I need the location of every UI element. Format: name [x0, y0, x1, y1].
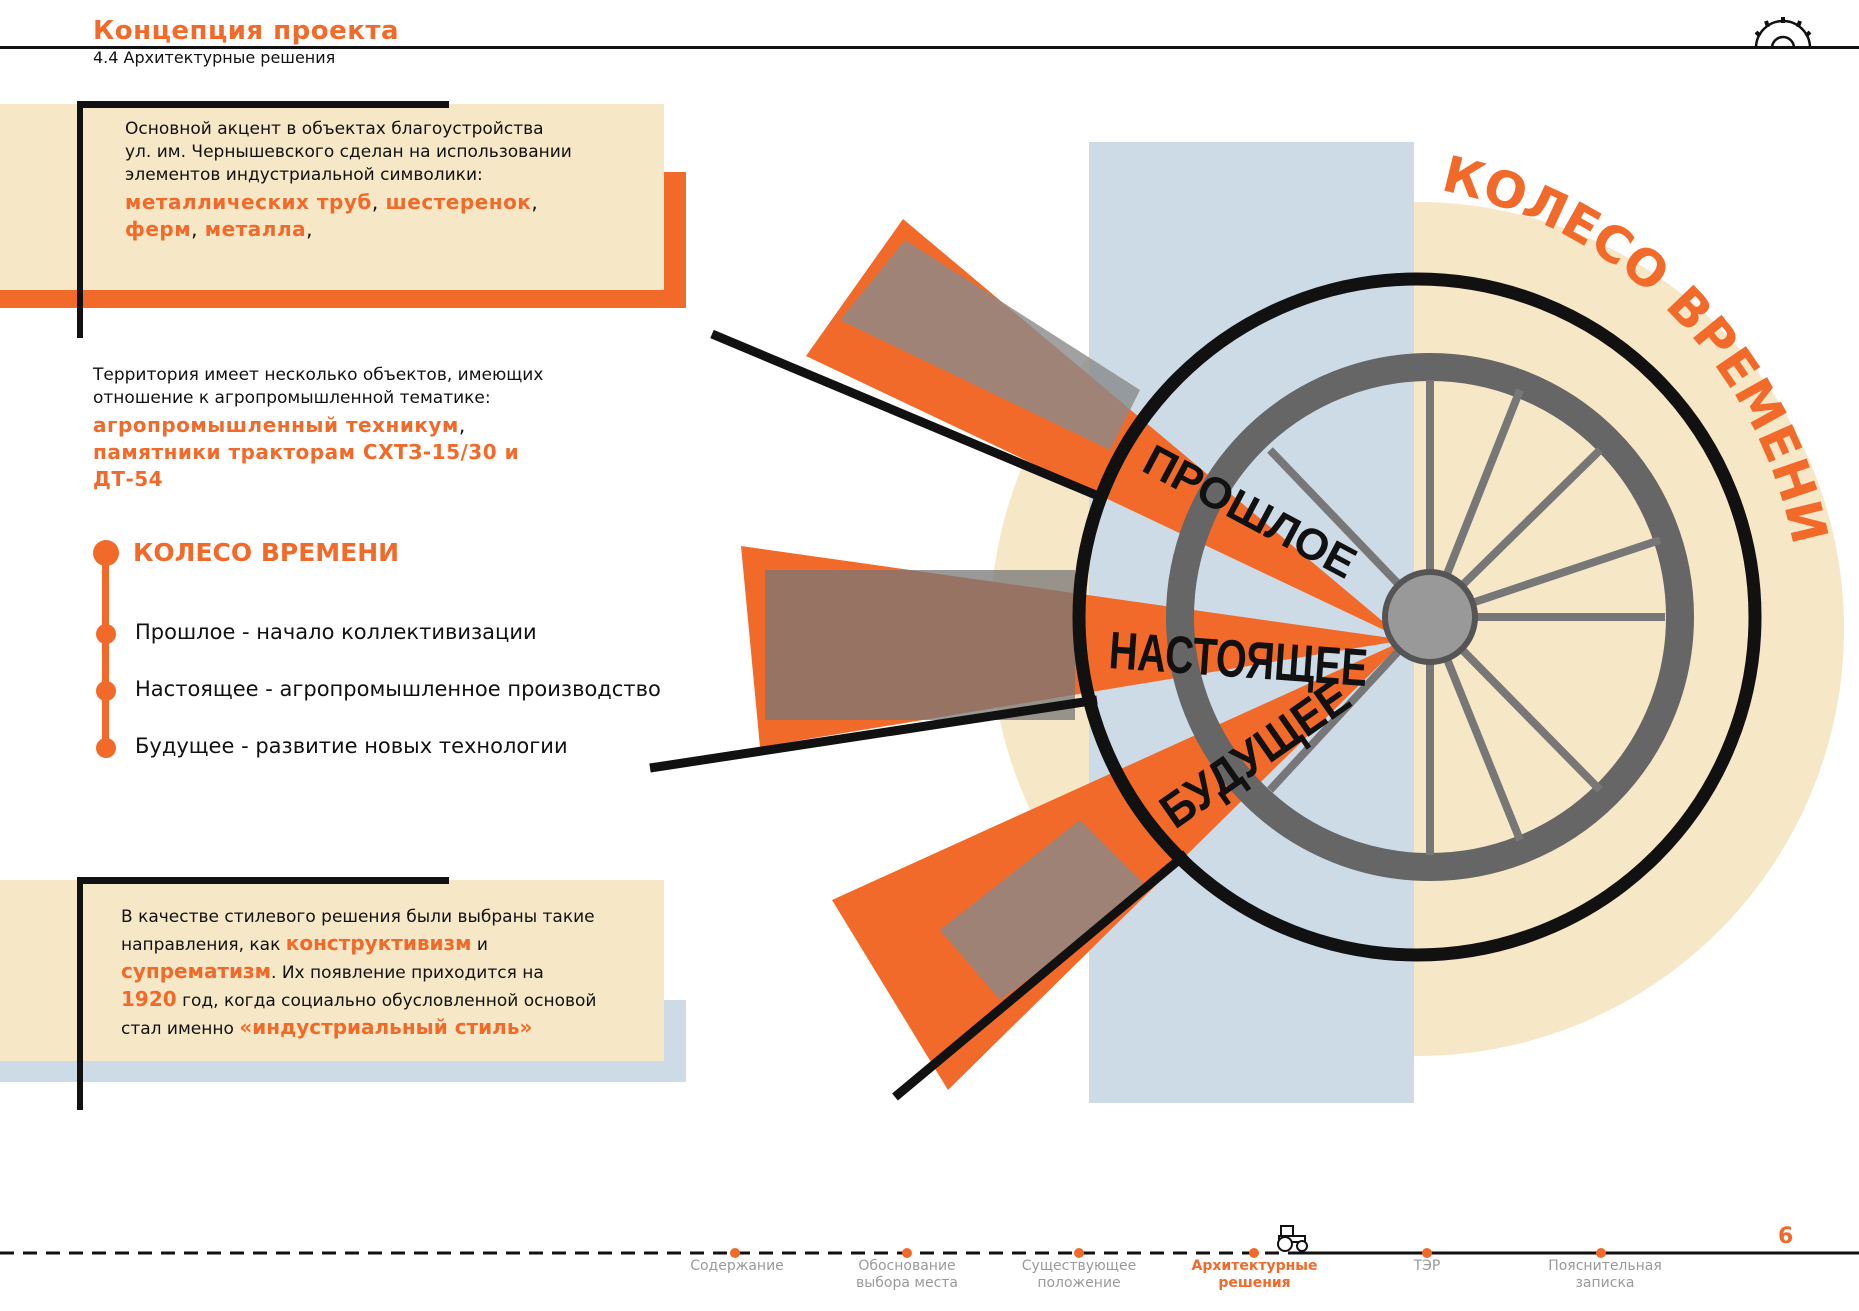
highlight: 1920 [121, 987, 177, 1011]
divider-line [710, 329, 1105, 503]
sep: , [531, 190, 539, 214]
highlight: ДТ-54 [93, 467, 164, 491]
text-line: направления, как конструктивизм и [121, 930, 596, 958]
frame-bar [77, 877, 83, 1110]
highlight: металла [204, 217, 307, 241]
highlight: ферм [125, 217, 192, 241]
wheel-rim [1166, 353, 1694, 881]
nav-item-architecture[interactable]: Архитектурные решения [1191, 1258, 1318, 1291]
text-line: отношение к агропромышленной тематике: [93, 388, 491, 408]
info-box-1 [0, 104, 664, 290]
text: стал именно [121, 1019, 240, 1039]
timeline-dot [93, 540, 119, 566]
text: . Их появление приходится на [271, 963, 544, 983]
highlight: агропромышленный техникум [93, 413, 459, 437]
nav-dot [1074, 1248, 1084, 1258]
text: год, когда социально обусловленной основ… [176, 991, 597, 1011]
highlight: конструктивизм [285, 931, 472, 955]
highlight: металлических труб [125, 190, 372, 214]
timeline-item: Будущее - развитие новых технологии [135, 734, 568, 758]
timeline-item: Настоящее - агропромышленное производств… [135, 677, 661, 701]
highlight: «индустриальный стиль» [239, 1015, 533, 1039]
timeline-heading: КОЛЕСО ВРЕМЕНИ [133, 538, 400, 567]
text-line: стал именно «индустриальный стиль» [121, 1014, 596, 1042]
text-line: элементов индустриальной символики: [125, 165, 483, 185]
timeline-dot [96, 738, 116, 758]
nav-item-contents[interactable]: Содержание [690, 1258, 784, 1274]
nav-dot [1596, 1248, 1606, 1258]
timeline-dot [96, 681, 116, 701]
divider-line [649, 695, 1098, 773]
sep: , [191, 217, 205, 241]
frame-bar [77, 101, 449, 108]
text-line: В качестве стилевого решения были выбран… [121, 907, 595, 927]
wheel-hub [1382, 569, 1478, 665]
text-line: Основной акцент в объектах благоустройст… [125, 119, 544, 139]
highlight: шестеренок [385, 190, 532, 214]
text: и [471, 935, 488, 955]
box1-text: Основной акцент в объектах благоустройст… [125, 118, 572, 243]
photo-robot [940, 820, 1150, 1000]
highlight: супрематизм [121, 959, 272, 983]
text-line: агропромышленный техникум, [93, 412, 543, 439]
wheel-ring [1072, 272, 1762, 962]
nav-item-site-selection[interactable]: Обоснование выбора места [855, 1258, 959, 1291]
sep: , [458, 413, 466, 437]
timeline-item: Прошлое - начало коллективизации [135, 620, 537, 644]
nav-item-existing-state[interactable]: Существующее положение [1021, 1258, 1137, 1291]
nav-dot [1422, 1248, 1432, 1258]
nav-item-explanatory-note[interactable]: Пояснительная записка [1548, 1258, 1662, 1291]
text-line: 1920 год, когда социально обусловленной … [121, 986, 596, 1014]
frame-bar [77, 101, 83, 338]
divider-line [892, 850, 1189, 1101]
text-line: ул. им. Чернышевского сделан на использо… [125, 142, 572, 162]
nav-item-ter[interactable]: ТЭР [1413, 1258, 1441, 1274]
frame-bar [77, 877, 449, 884]
sep: , [306, 217, 313, 241]
text-line: ферм, металла, [125, 216, 572, 243]
gear-icon [1754, 17, 1812, 49]
info-box-3 [0, 880, 664, 1061]
text-line: Территория имеет несколько объектов, име… [93, 365, 544, 385]
box3-text: В качестве стилевого решения были выбран… [121, 904, 596, 1042]
text: направления, как [121, 935, 286, 955]
box2-text: Территория имеет несколько объектов, име… [93, 364, 543, 493]
page-number: 6 [1778, 1224, 1794, 1249]
text-line: супрематизм. Их появление приходится на [121, 958, 596, 986]
page-subtitle: 4.4 Архитектурные решения [93, 48, 336, 67]
timeline-dot [96, 624, 116, 644]
header-rule [0, 46, 1859, 49]
nav-dot [730, 1248, 740, 1258]
tractor-icon [1277, 1225, 1308, 1252]
nav-dot [1249, 1248, 1259, 1258]
sep: , [371, 190, 386, 214]
photo-tractor [765, 570, 1075, 720]
nav-dot [902, 1248, 912, 1258]
photo-past [840, 240, 1140, 450]
highlight: памятники тракторам СХТЗ-15/30 и [93, 440, 520, 464]
footer-line [0, 1251, 1859, 1255]
page-title: Концепция проекта [93, 16, 400, 46]
timeline-line [102, 553, 109, 750]
text-line: металлических труб, шестеренок, [125, 189, 572, 216]
